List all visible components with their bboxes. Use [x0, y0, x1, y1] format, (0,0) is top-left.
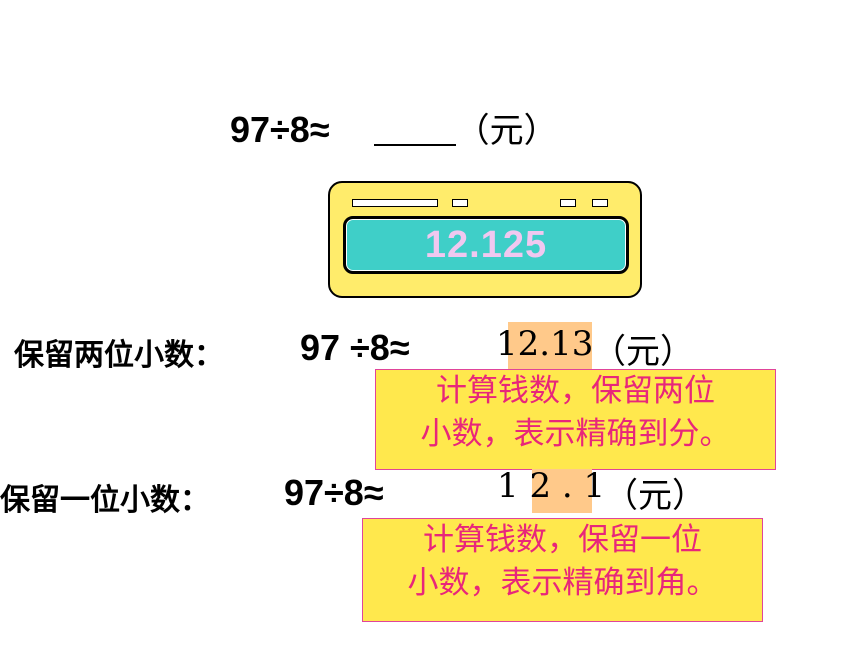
calculator-slot: [592, 199, 608, 207]
top-unit: （元）: [455, 111, 558, 151]
calculator-screen: 12.125: [343, 216, 629, 274]
row2-note: 计算钱数，保留一位 小数，表示精确到角。: [362, 518, 763, 622]
row1-label: 保留两位小数：: [14, 338, 224, 373]
calculator-slot-long: [352, 199, 438, 207]
row1-note: 计算钱数，保留两位 小数，表示精确到分。: [375, 369, 776, 470]
answer-blank: [373, 110, 456, 146]
row1-answer: 12.13: [496, 324, 594, 364]
calculator-slot: [560, 199, 576, 207]
row1-note-line1: 计算钱数，保留两位: [436, 373, 715, 409]
top-equation-text: 97÷8≈: [230, 109, 330, 150]
row2-equation: 97÷8≈: [284, 472, 384, 513]
calculator-display: 12.125: [424, 224, 548, 266]
row2-label: 保留一位小数：: [0, 483, 210, 518]
calculator: 12.125: [328, 181, 642, 298]
row1-equation: 97 ÷8≈: [300, 327, 410, 368]
row1-unit: （元）: [592, 332, 694, 372]
row1-note-line2: 小数，表示精确到分。: [420, 416, 731, 452]
top-equation: 97÷8≈ （元）: [230, 103, 558, 152]
row1-answer-highlight: [508, 322, 592, 370]
row2-note-line1: 计算钱数，保留一位: [423, 522, 702, 558]
calculator-slot: [452, 199, 468, 207]
row2-unit: （元）: [604, 476, 706, 516]
row2-answer: 1 2 . 1: [497, 466, 606, 506]
row2-answer-highlight: [532, 469, 592, 513]
row2-note-line2: 小数，表示精确到角。: [407, 565, 718, 601]
